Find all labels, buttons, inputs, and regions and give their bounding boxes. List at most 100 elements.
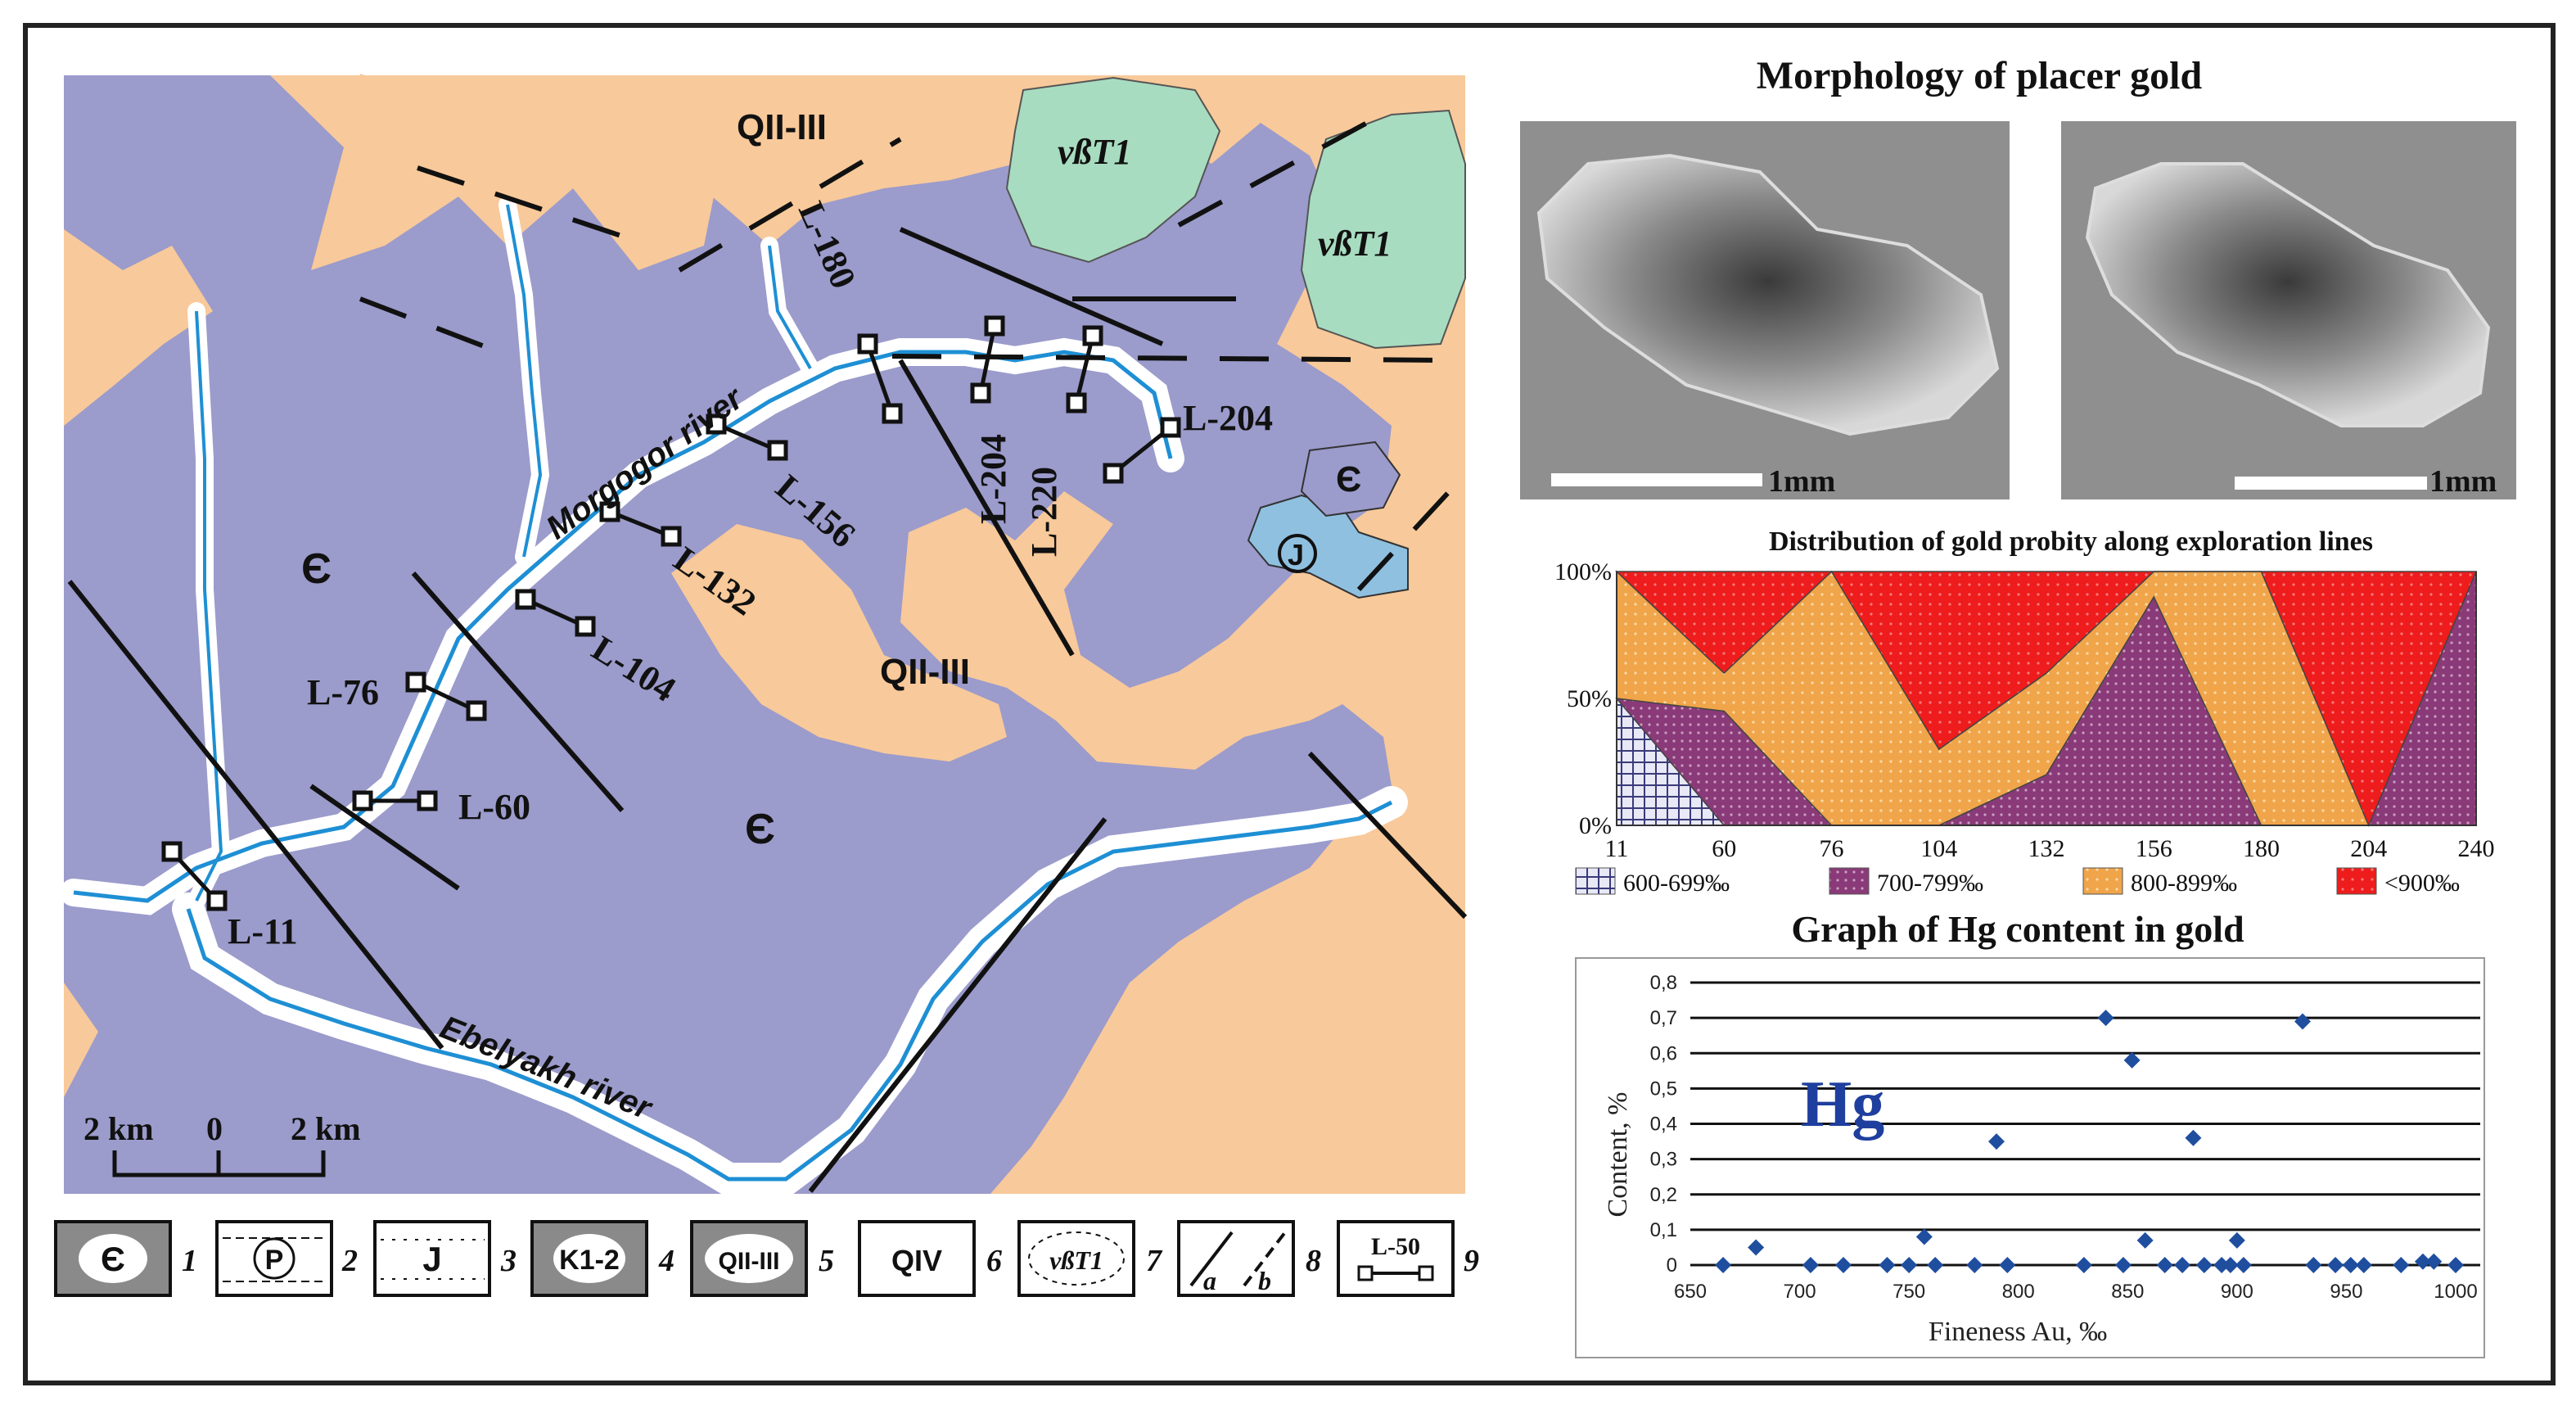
hg-point bbox=[2228, 1231, 2245, 1249]
label-cambrian-south: Є bbox=[745, 806, 775, 853]
label-line-L204-vertical: L-204 bbox=[973, 434, 1013, 524]
svg-text:6: 6 bbox=[986, 1244, 1002, 1278]
hg-point bbox=[2342, 1257, 2359, 1273]
scale-left-label: 2 km bbox=[83, 1110, 154, 1147]
map-quaternary-lobe-left bbox=[64, 229, 213, 426]
label-line-L220: L-220 bbox=[1024, 467, 1064, 557]
exploration-line-L220 bbox=[1066, 325, 1103, 413]
hg-ytick: 0,6 bbox=[1650, 1042, 1677, 1064]
scale-bar: 2 km 0 2 km bbox=[83, 1110, 361, 1177]
hg-xtick: 650 bbox=[1674, 1281, 1707, 1303]
scale-right-label: 2 km bbox=[291, 1110, 361, 1147]
hg-xtick: 750 bbox=[1893, 1281, 1925, 1303]
exploration-line-L156 bbox=[706, 413, 788, 461]
hg-xtick: 700 bbox=[1784, 1281, 1816, 1303]
exploration-line-L204b bbox=[1103, 417, 1181, 484]
probity-legend-label: 800-899‰ bbox=[2131, 870, 2237, 897]
photo-a-scale-label: 1mm bbox=[1768, 464, 1835, 499]
label-q-mid: QII-III bbox=[880, 652, 970, 692]
svg-text:K1-2: K1-2 bbox=[559, 1245, 620, 1276]
hg-xtick: 800 bbox=[2002, 1281, 2035, 1303]
hg-point bbox=[2393, 1257, 2410, 1273]
hg-point bbox=[1966, 1257, 1983, 1273]
svg-text:QIV: QIV bbox=[891, 1244, 942, 1277]
geological-map: QII-III QII-III νßT1 νßT1 Є Є Є J Morgog… bbox=[60, 74, 1468, 1195]
label-basalt-b: νßT1 bbox=[1318, 224, 1392, 264]
hg-point bbox=[1802, 1257, 1819, 1273]
probity-legend-label: <900‰ bbox=[2384, 870, 2460, 897]
label-line-L204: L-204 bbox=[1183, 398, 1273, 438]
exploration-line-L204a bbox=[970, 315, 1005, 404]
svg-text:b: b bbox=[1258, 1266, 1271, 1295]
map-basalt-b bbox=[1300, 109, 1466, 350]
exploration-line-L76 bbox=[405, 671, 487, 721]
hg-point bbox=[1879, 1257, 1896, 1273]
probity-ytick: 50% bbox=[1567, 685, 1612, 712]
svg-text:QII-III: QII-III bbox=[719, 1248, 780, 1275]
map-faults bbox=[67, 120, 1468, 1193]
exploration-line-L60 bbox=[352, 790, 438, 811]
probity-xtick: 240 bbox=[2458, 835, 2495, 862]
gold-photo-a: 1mm bbox=[1520, 121, 2010, 499]
hg-point bbox=[1927, 1257, 1944, 1273]
hg-annotation: Hg bbox=[1801, 1069, 1884, 1141]
svg-text:2: 2 bbox=[341, 1244, 358, 1278]
hg-ytick: 0,1 bbox=[1650, 1219, 1677, 1241]
hg-point bbox=[2414, 1253, 2431, 1270]
hg-scatter-chart: Graph of Hg content in gold 00,10,20,30,… bbox=[1575, 908, 2485, 1358]
hg-point bbox=[2097, 1010, 2114, 1027]
map-rivers bbox=[60, 196, 1408, 1195]
hg-point bbox=[2327, 1257, 2344, 1273]
hg-ytick: 0,3 bbox=[1650, 1149, 1677, 1171]
hg-point bbox=[2185, 1129, 2202, 1146]
label-q-top: QII-III bbox=[737, 107, 827, 147]
svg-text:8: 8 bbox=[1306, 1244, 1321, 1278]
morphology-title: Morphology of placer gold bbox=[1757, 54, 2203, 97]
label-line-L60: L-60 bbox=[458, 787, 530, 827]
probity-legend-label: 700-799‰ bbox=[1877, 870, 1983, 897]
probity-xtick: 104 bbox=[1920, 835, 1957, 862]
scale-zero-label: 0 bbox=[206, 1110, 223, 1147]
hg-xtick: 1000 bbox=[2434, 1281, 2477, 1303]
photo-b-scale-label: 1mm bbox=[2429, 464, 2497, 499]
label-cambrian-west: Є bbox=[301, 545, 332, 593]
hg-point bbox=[2222, 1257, 2239, 1273]
probity-xtick: 132 bbox=[2028, 835, 2065, 862]
hg-ytick: 0,8 bbox=[1650, 972, 1677, 994]
map-cambrian-outcrop-east bbox=[1300, 441, 1401, 517]
svg-text:4: 4 bbox=[658, 1244, 674, 1278]
hg-chart-box bbox=[1575, 957, 2485, 1358]
hg-point bbox=[2136, 1231, 2154, 1249]
hg-point bbox=[2123, 1051, 2141, 1069]
probity-frame bbox=[1616, 572, 2477, 826]
hg-xtick: 850 bbox=[2111, 1281, 2144, 1303]
label-jurassic: J bbox=[1288, 538, 1304, 572]
probity-xtick: 180 bbox=[2243, 835, 2280, 862]
svg-text:7: 7 bbox=[1146, 1244, 1163, 1278]
exploration-line-L11 bbox=[161, 841, 228, 911]
probity-legend-swatch bbox=[1575, 867, 1616, 895]
probity-ytick: 0% bbox=[1579, 812, 1612, 839]
hg-chart-title: Graph of Hg content in gold bbox=[1791, 908, 2244, 950]
morphology-panel: Morphology of placer gold 1mm 1mm bbox=[1520, 54, 2516, 499]
probity-legend-swatch bbox=[2082, 867, 2123, 895]
exploration-line-L104 bbox=[515, 589, 596, 637]
hg-point bbox=[1835, 1257, 1852, 1273]
svg-text:νßT1: νßT1 bbox=[1049, 1245, 1103, 1275]
hg-point bbox=[2075, 1257, 2092, 1273]
hg-point bbox=[1988, 1133, 2005, 1150]
probity-chart-title: Distribution of gold probity along explo… bbox=[1769, 526, 2373, 557]
label-cambrian-east: Є bbox=[1336, 459, 1361, 499]
hg-xtick: 950 bbox=[2330, 1281, 2362, 1303]
probity-xtick: 204 bbox=[2350, 835, 2387, 862]
svg-text:P: P bbox=[265, 1245, 284, 1276]
hg-point bbox=[2425, 1253, 2443, 1270]
svg-text:9: 9 bbox=[1464, 1244, 1479, 1278]
probity-ytick: 100% bbox=[1554, 558, 1612, 585]
svg-text:1: 1 bbox=[182, 1244, 197, 1278]
